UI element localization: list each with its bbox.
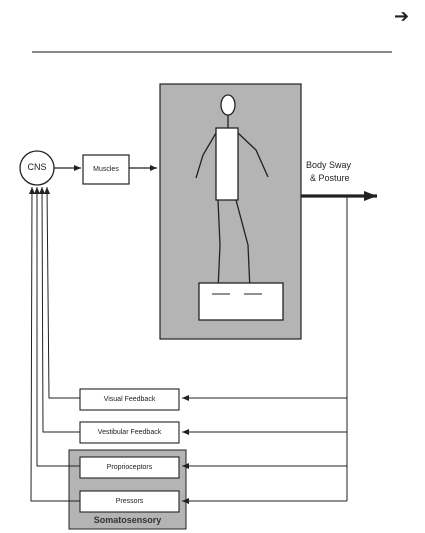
figure-right-leg	[235, 199, 251, 291]
figure-left-leg	[217, 199, 221, 291]
output-label-line1: Body Sway	[306, 160, 352, 170]
visual-feedback-node	[79, 388, 180, 411]
right-arrow-icon[interactable]: ➔	[394, 6, 410, 26]
proprioceptors-node	[79, 456, 180, 479]
muscles-label: Muscles	[93, 166, 119, 173]
muscles-node	[82, 154, 130, 185]
vestibular-to-cns-arrow	[39, 186, 80, 433]
figure-head	[220, 94, 236, 116]
figure-left-arm	[195, 132, 217, 179]
pressors-label: Pressors	[115, 498, 144, 505]
proprioceptors-to-cns-arrow	[34, 187, 80, 467]
figure-right-arm	[237, 132, 269, 178]
pressors-to-cns-arrow	[28, 186, 80, 502]
somatosensory-label: Somatosensory	[93, 515, 162, 525]
force-platform	[198, 282, 284, 321]
visual-feedback-label: Visual Feedback	[103, 396, 156, 403]
figure-torso	[215, 127, 239, 201]
vestibular-feedback-label: Vestibular Feedback	[97, 429, 162, 436]
proprioceptors-label: Proprioceptors	[106, 464, 153, 471]
cns-label: CNS	[27, 162, 47, 172]
output-label-line2: & Posture	[310, 173, 350, 183]
visual-to-cns-arrow	[44, 186, 80, 399]
stick-figure	[195, 94, 269, 291]
